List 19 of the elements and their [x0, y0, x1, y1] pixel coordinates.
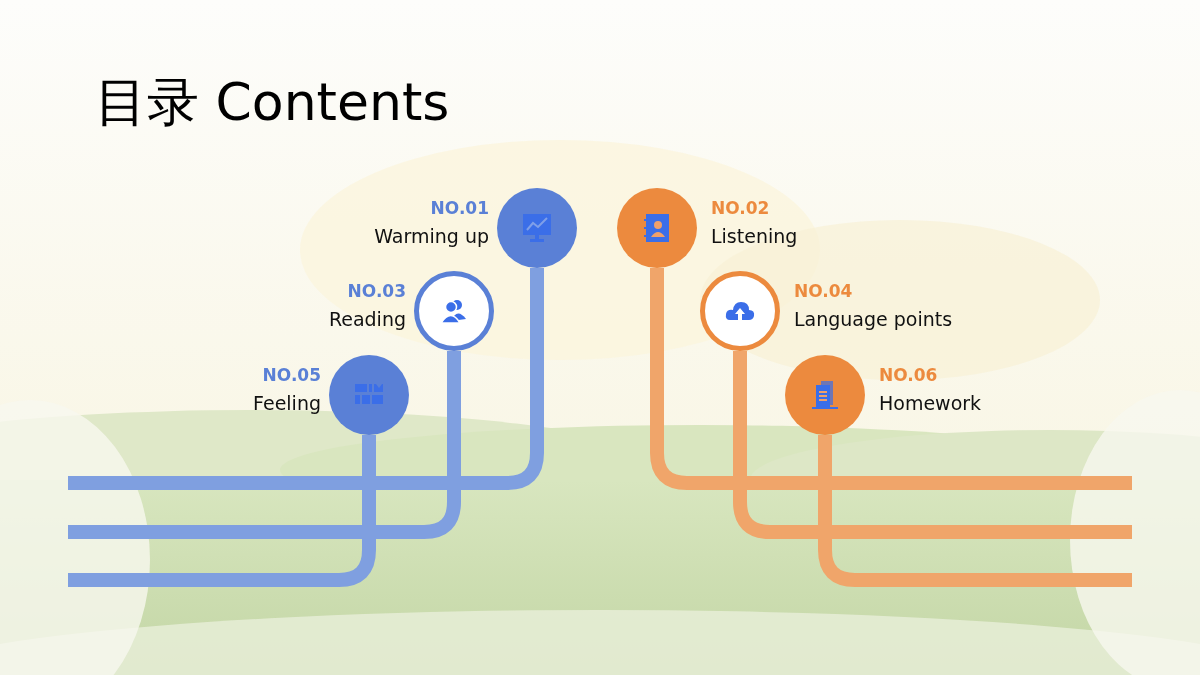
pipe-line [818, 435, 1132, 587]
section-title: Warming up [374, 225, 489, 247]
section-number: NO.06 [879, 365, 938, 385]
pipe-line [68, 435, 376, 587]
section-title: Language points [794, 308, 953, 330]
pipe-line [650, 268, 1132, 490]
section-number: NO.02 [711, 198, 770, 218]
pipe-line [68, 351, 461, 539]
section-number: NO.03 [347, 281, 406, 301]
pipe-line [68, 268, 544, 490]
title: 目录 Contents [95, 71, 450, 134]
section-number: NO.05 [262, 365, 321, 385]
section-title: Homework [879, 392, 982, 414]
section-title: Feeling [253, 392, 321, 414]
section-title: Listening [711, 225, 798, 247]
section-number: NO.01 [430, 198, 489, 218]
pipe-line [733, 351, 1132, 539]
section-number: NO.04 [794, 281, 853, 301]
section-title: Reading [328, 308, 406, 330]
